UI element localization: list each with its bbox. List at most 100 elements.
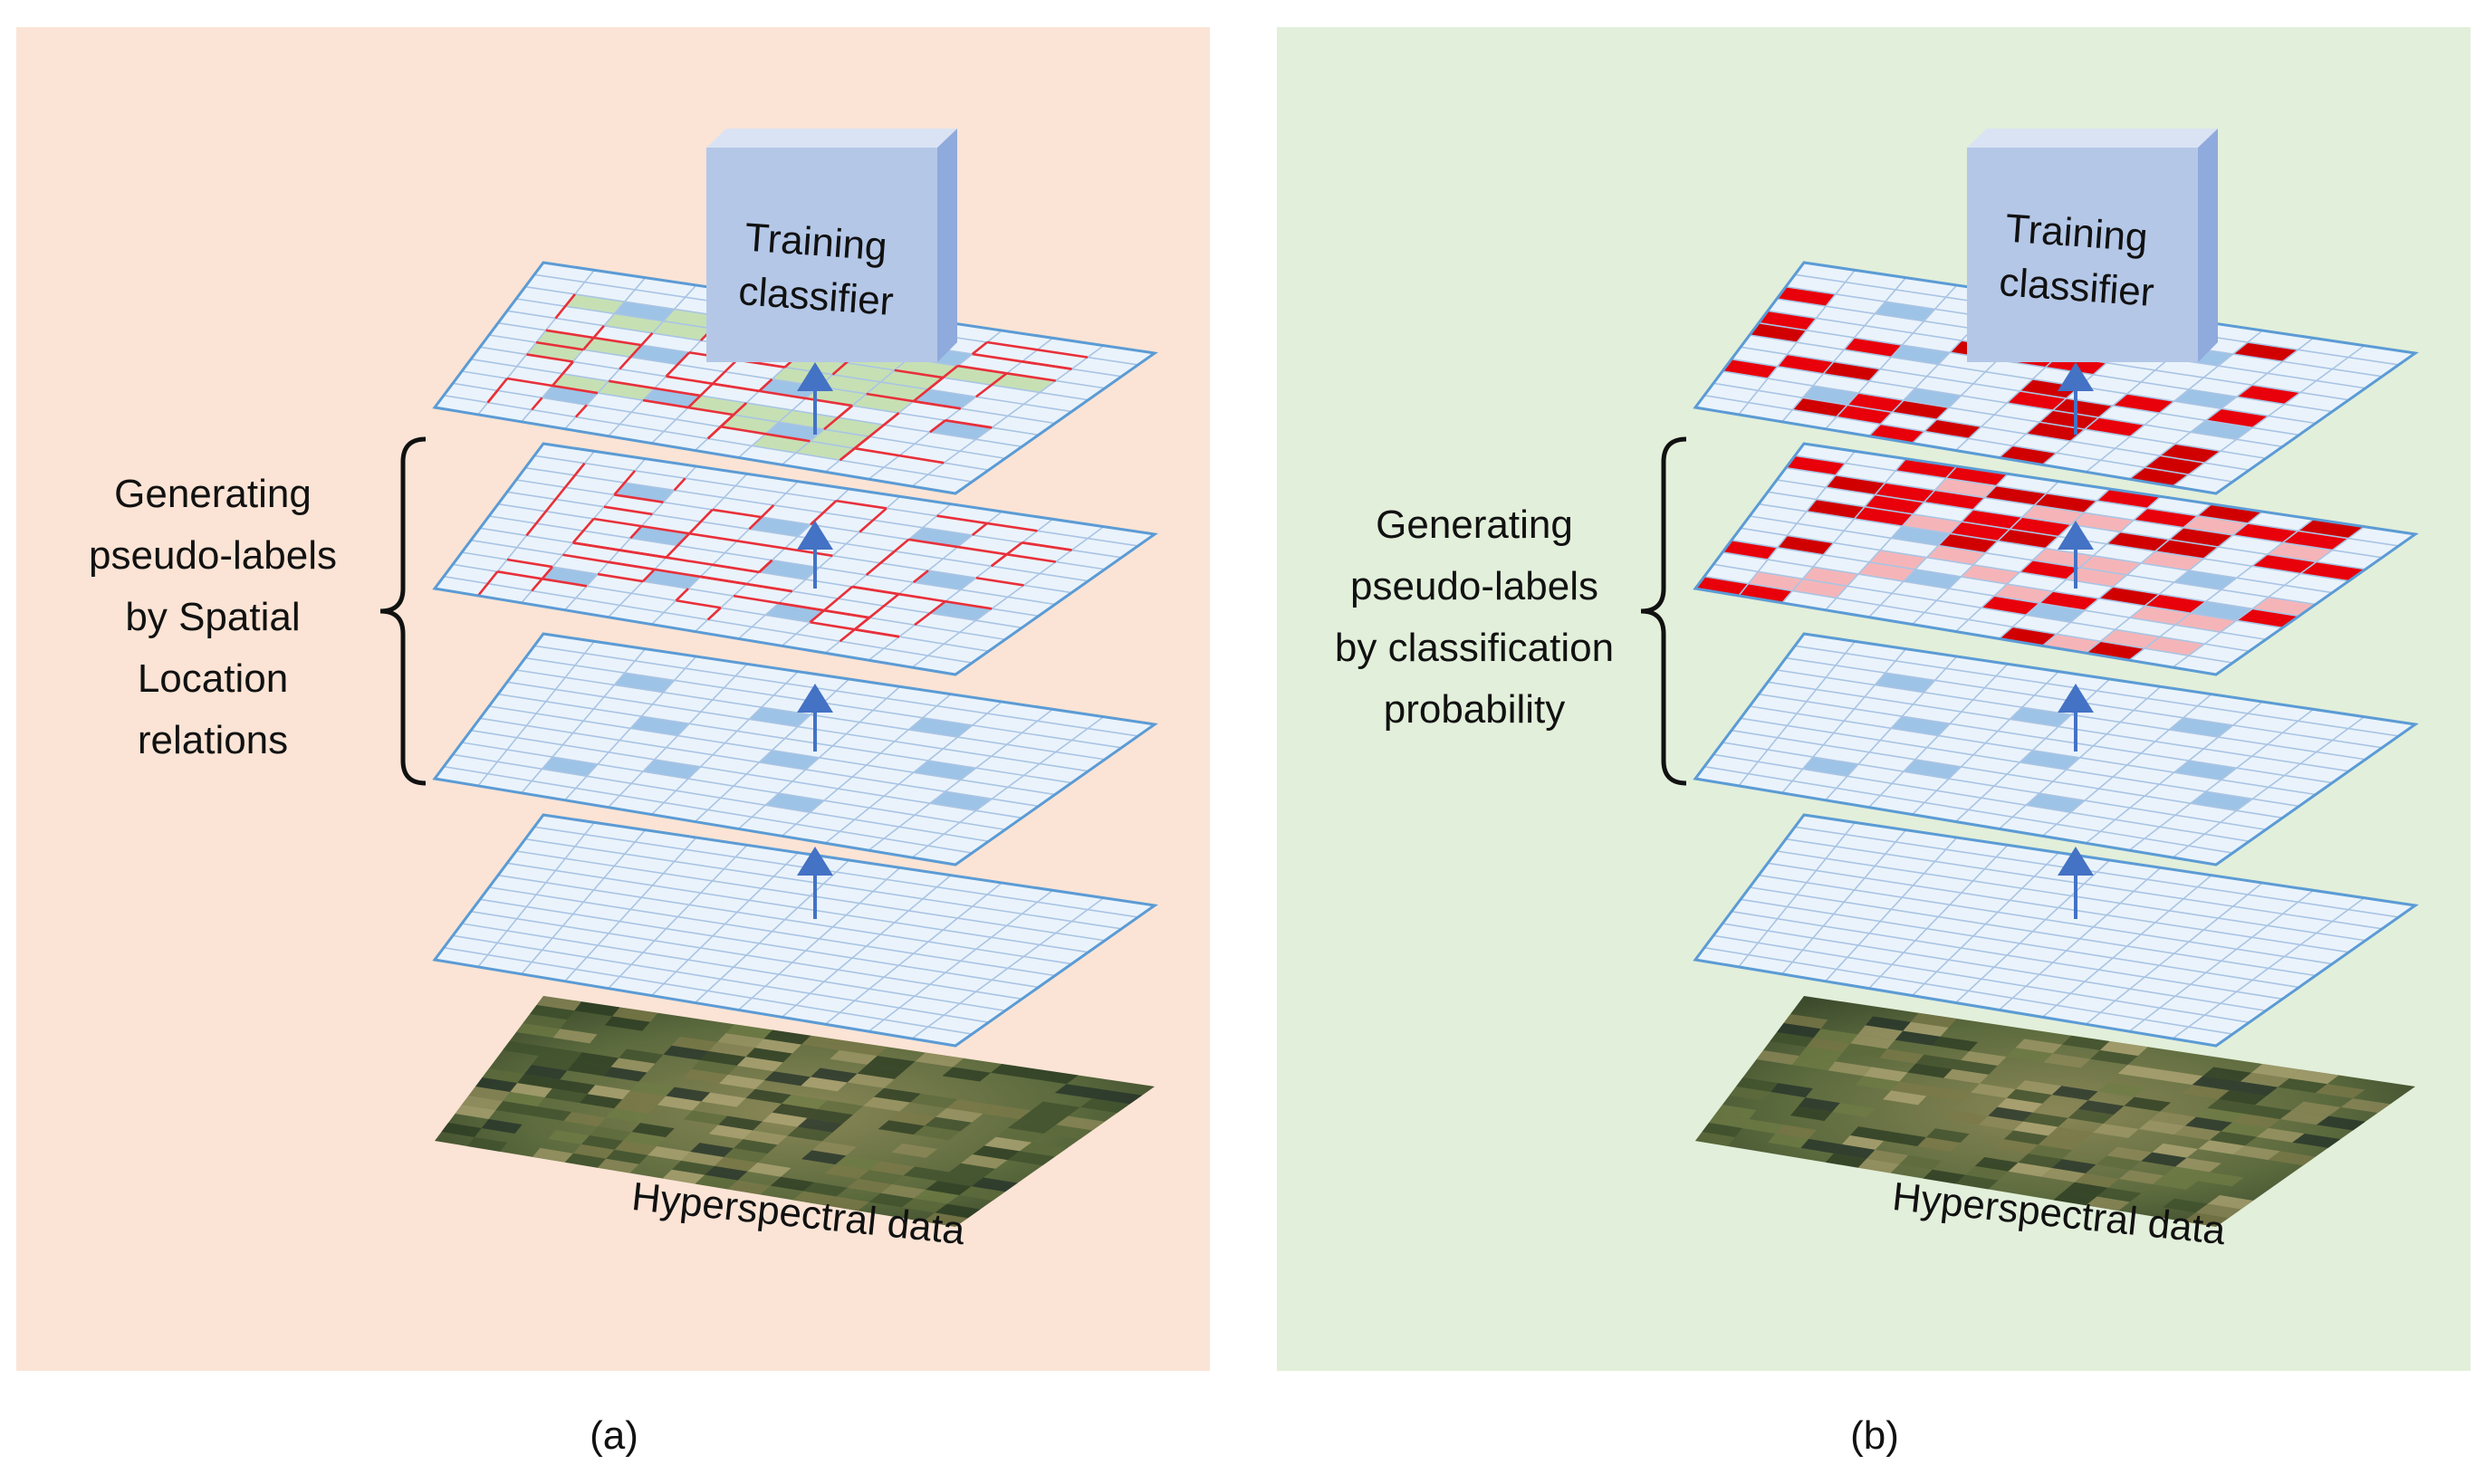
probability-cell — [2020, 378, 2080, 398]
terrain-patch — [2048, 1126, 2094, 1142]
labeled-sample-cell — [2010, 707, 2071, 727]
probability-cell — [1994, 584, 2053, 604]
caption-b: (b) — [1850, 1413, 1899, 1458]
terrain-patch — [708, 1125, 753, 1140]
pseudo-label-region-cell — [991, 373, 1056, 393]
spatial-relation-line — [619, 549, 667, 559]
terrain-patch — [960, 1154, 1008, 1169]
spatial-relation-line — [837, 405, 853, 419]
hyperspectral-image-a — [435, 996, 1155, 1227]
layer-b-input-border — [1693, 813, 2419, 1048]
spatial-relation-line — [608, 560, 701, 579]
labeled-sample-cell — [542, 757, 598, 777]
spatial-relation-line — [486, 378, 509, 404]
terrain-patch — [2028, 1144, 2073, 1160]
probability-cell — [1748, 571, 1803, 591]
probability-cell — [1950, 522, 2010, 541]
probability-cell — [1924, 419, 1981, 439]
labeled-sample-cell — [643, 388, 701, 408]
layer-a-labeled — [432, 632, 1158, 866]
terrain-patch — [538, 1047, 582, 1062]
terrain-patch — [926, 1181, 972, 1195]
arrow-a-2 — [797, 684, 833, 752]
spatial-relation-line — [914, 612, 931, 627]
labeled-sample-cell — [929, 791, 993, 811]
pseudo-label-region-cell — [688, 395, 747, 416]
spatial-relation-line — [526, 353, 573, 363]
terrain-patch — [1883, 1090, 1927, 1106]
terrain-patch — [681, 1151, 724, 1166]
terrain-patch — [2243, 1105, 2292, 1120]
terrain-patch — [2195, 1203, 2241, 1219]
spatial-relation-line — [837, 586, 853, 600]
spatial-relation-line — [986, 340, 1089, 359]
labeled-sample-cell — [542, 386, 598, 406]
terrain-patch — [2099, 1041, 2148, 1057]
spatial-relation-line — [894, 369, 944, 379]
terrain-patch — [2043, 1053, 2091, 1068]
probability-cell — [2154, 539, 2219, 560]
probability-cell — [2144, 637, 2205, 656]
terrain-patch — [924, 1116, 972, 1132]
terrain-patch — [1879, 1048, 1924, 1064]
probability-cell — [2169, 527, 2233, 548]
brace-label-b: Generating pseudo-labels by classificati… — [1335, 503, 1614, 732]
probability-cell — [2251, 554, 2317, 574]
pseudo-label-region-cell — [720, 415, 779, 435]
terrain-patch — [481, 1118, 523, 1134]
terrain-patch — [971, 1177, 1018, 1192]
terrain-patch — [2229, 1081, 2279, 1096]
terrain-patch — [1926, 1087, 1972, 1102]
probability-cell — [1999, 627, 2057, 646]
labeled-sample-cell — [542, 567, 598, 587]
probability-cell — [2183, 515, 2248, 536]
terrain-patch — [873, 1087, 921, 1103]
probability-cell — [1722, 359, 1778, 379]
caption-a: (a) — [590, 1413, 638, 1458]
arrow-a-1-head — [797, 847, 833, 876]
terrain-patch — [787, 1126, 833, 1142]
arrow-a-3 — [797, 521, 833, 589]
labeled-sample-cell — [765, 793, 824, 813]
probability-cell — [2282, 531, 2349, 551]
labeled-sample-cell — [1904, 569, 1962, 589]
terrain-patch — [1910, 1012, 1957, 1028]
terrain-patch — [801, 1035, 849, 1050]
layer-stack-b — [1693, 261, 2419, 1227]
grid-line — [1703, 575, 2233, 664]
terrain-patch — [2256, 1127, 2305, 1143]
spatial-relation-line — [879, 538, 910, 564]
terrain-patch — [2221, 1122, 2269, 1137]
probability-cell — [2052, 397, 2114, 418]
layer-a-relations-border — [432, 442, 1158, 676]
probability-cell — [1868, 424, 1925, 444]
pseudo-label-region-cell — [805, 386, 867, 407]
terrain-patch — [2053, 1191, 2097, 1206]
brace-label-a: Generating pseudo-labels by Spatial Loca… — [89, 472, 337, 762]
probability-cell — [1869, 550, 1927, 570]
arrow-a-4-head — [797, 362, 833, 391]
probability-cell — [2039, 410, 2099, 430]
spatial-relation-line — [945, 418, 993, 429]
layer-stack-a — [432, 261, 1158, 1227]
pseudo-label-region-cell — [526, 342, 584, 362]
spatial-relation-line — [531, 397, 543, 411]
terrain-patch — [948, 1163, 996, 1178]
labeled-sample-cell — [2173, 389, 2237, 409]
terrain-patch — [754, 1039, 802, 1054]
classifier-box-a-side — [937, 129, 957, 362]
terrain-patch — [2041, 1167, 2086, 1182]
spatial-relation-line — [1022, 541, 1072, 551]
terrain-patch — [903, 1166, 949, 1182]
probability-cell — [2086, 641, 2145, 661]
labeled-sample-cell — [1875, 673, 1935, 693]
probability-cell — [1934, 478, 1997, 498]
pseudo-label-region-cell — [552, 373, 609, 394]
spatial-relation-line — [748, 504, 775, 531]
spatial-relation-line — [542, 578, 588, 588]
labeled-sample-cell — [614, 302, 675, 321]
labeled-sample-cell — [908, 717, 973, 738]
classifier-box-b: Training classifier — [1967, 129, 2218, 362]
probability-cell — [2232, 523, 2298, 543]
